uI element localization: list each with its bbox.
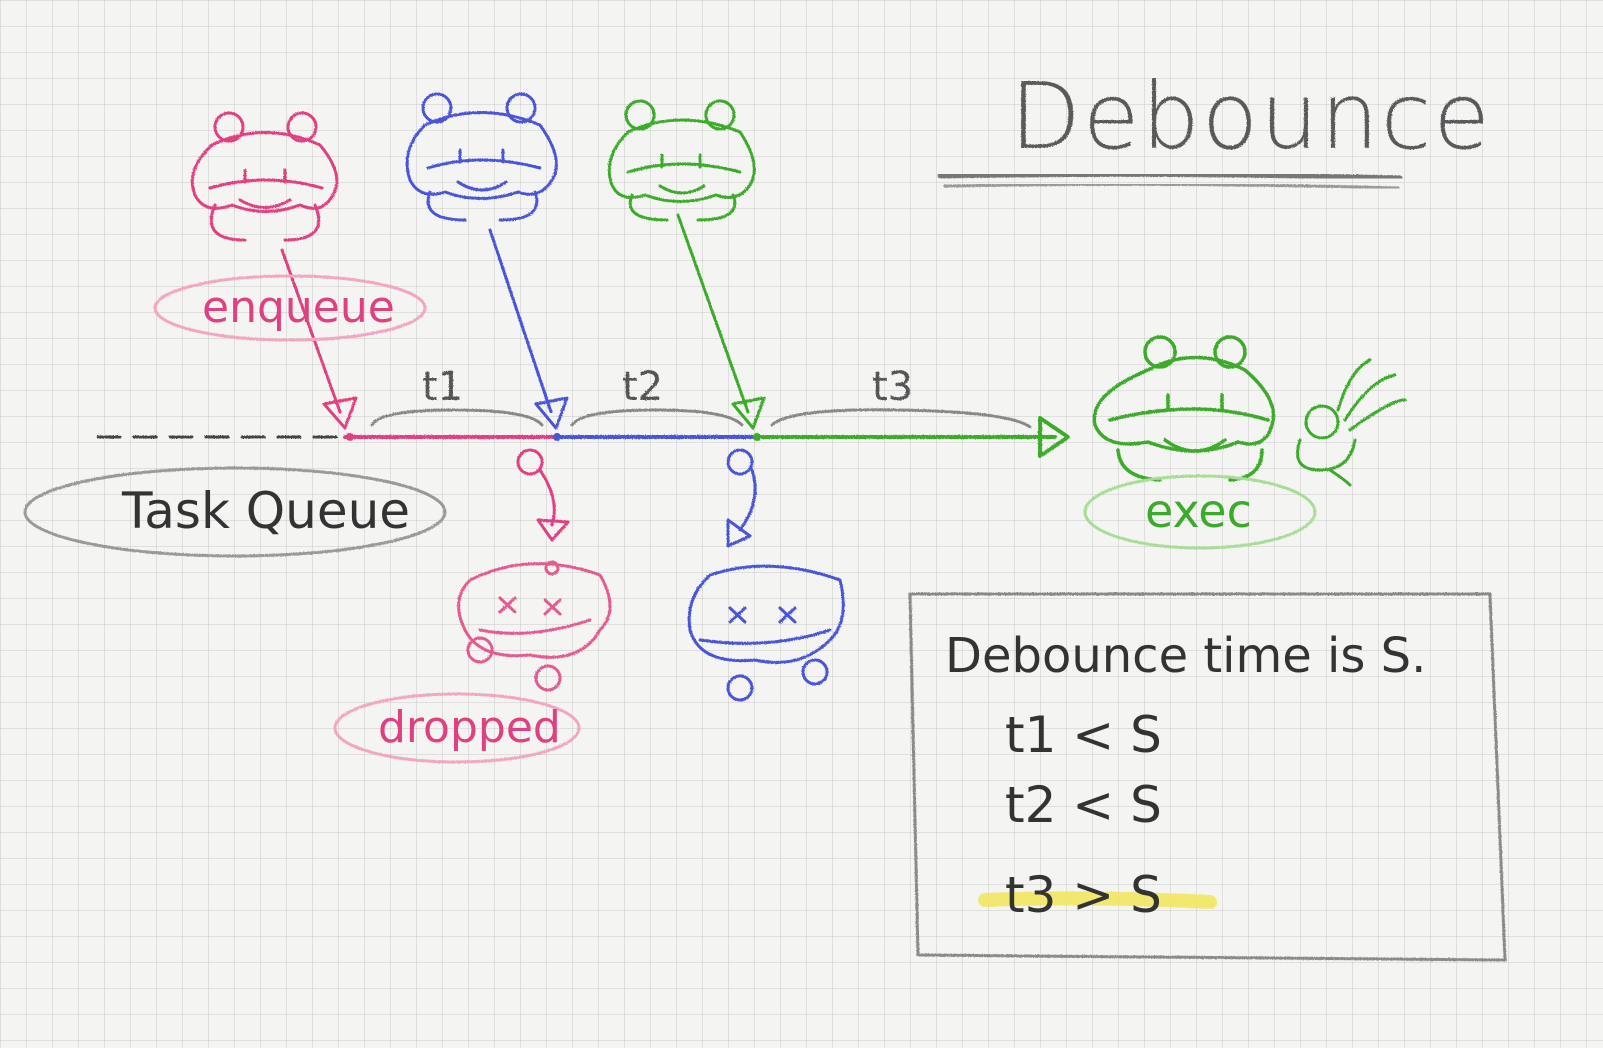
pink-drop-arrowhead [536,518,570,542]
ok-hand-icon [1296,358,1407,487]
pink-enqueue-arrowhead [322,396,358,430]
interval-brace-t1 [370,408,544,427]
enqueue-label: enqueue [202,282,395,333]
pink-dropped-group [333,448,612,764]
green-exec-group [1083,335,1407,550]
blue-enqueue-arrow [488,228,553,414]
interval-label-t2: t2 [622,364,663,410]
diagram-title: Debounce [1010,63,1492,170]
blue-drop-arrow [738,468,757,532]
green-character-icon [607,99,756,222]
title-group: Debounce [937,63,1492,190]
note-condition-t1: t1 < S [1005,706,1162,764]
note-condition-t3: t3 > S [1005,866,1162,924]
blue-dropped-group [687,448,845,702]
enqueue-label-bubble [153,274,427,342]
task-queue-label-bubble [23,466,447,558]
pink-character-icon [190,111,339,242]
task-queue-timeline [96,416,1070,458]
task-queue-label-group: Task Queue [23,466,447,558]
interval-label-t3: t3 [872,364,913,410]
title-underline-2 [943,182,1400,190]
exec-label-bubble [1083,474,1317,550]
blue-enqueue-arrowhead [534,396,569,430]
pink-drop-loop [516,448,544,476]
blue-dropped-character-icon [687,564,845,702]
note-heading: Debounce time is S. [945,628,1426,684]
task-queue-label: Task Queue [121,482,410,540]
exec-label: exec [1145,484,1252,538]
green-character-group [607,99,766,430]
dropped-label: dropped [378,702,561,753]
note-box: Debounce time is S. t1 < S t2 < S t3 > S [908,592,1507,962]
green-enqueue-arrowhead [731,396,766,430]
event-dot-pink [346,433,354,441]
interval-brace-t3 [770,408,1032,429]
note-highlight [978,891,1217,909]
pink-character-group [153,111,427,430]
interval-brace-t2 [570,408,744,427]
interval-markers: t1 t2 t3 [370,364,1032,429]
title-underline [937,171,1403,181]
green-exec-character-icon [1092,335,1276,482]
dropped-label-bubble [333,692,581,764]
event-dot-blue [553,433,561,441]
pink-drop-arrow [538,468,556,527]
event-dot-green [753,433,761,441]
interval-label-t1: t1 [422,364,463,410]
pink-dropped-character-icon [457,560,612,692]
note-box-border [908,592,1507,962]
green-enqueue-arrow [676,213,750,414]
blue-drop-arrowhead [726,518,752,548]
blue-drop-loop [726,448,754,476]
blue-character-icon [405,92,558,222]
note-condition-t2: t2 < S [1005,776,1162,834]
queue-arrowhead-green [1038,416,1070,458]
blue-character-group [405,92,569,430]
